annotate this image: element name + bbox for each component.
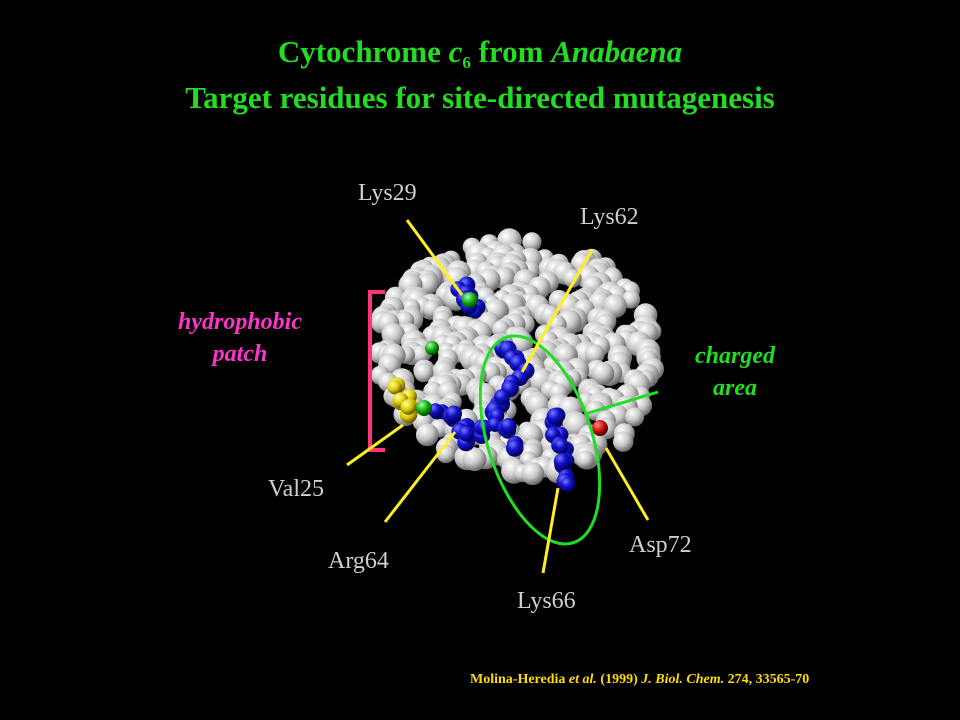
lys29-label: Lys29 — [358, 180, 417, 206]
charged-area-note: charged area — [660, 340, 810, 404]
title-line-2: Target residues for site-directed mutage… — [185, 80, 775, 115]
asp72-label: Asp72 — [629, 532, 692, 558]
title-prefix: Cytochrome — [277, 34, 449, 69]
surface-atom — [521, 462, 545, 486]
title-line-1: Cytochrome c6 from Anabaena — [0, 32, 960, 72]
surface-atom — [591, 362, 615, 385]
lys66-label: Lys66 — [517, 588, 576, 614]
lys66-pointer — [541, 487, 560, 574]
surface-atom — [613, 431, 634, 452]
asp72-pointer — [604, 447, 650, 521]
title-subscript: 6 — [462, 53, 471, 72]
arg64-atom — [506, 439, 524, 457]
green-atom — [425, 341, 439, 355]
citation-year: (1999) — [596, 672, 642, 687]
lys66-atom — [553, 453, 571, 470]
surface-atom — [415, 423, 439, 447]
hydrophobic-patch-note: hydrophobic patch — [150, 306, 330, 370]
arg64-atom — [445, 405, 463, 423]
val25-atom — [387, 380, 402, 395]
citation-journal: J. Biol. Chem. — [641, 672, 725, 687]
surface-atom — [584, 344, 605, 365]
arg64-atom — [500, 418, 517, 435]
title-c: c — [448, 34, 463, 69]
hydrophobic-bracket — [368, 290, 385, 452]
annotation-overlays — [346, 219, 659, 574]
charged-note-line-1: charged — [695, 343, 775, 369]
charged-area-ellipse — [478, 334, 602, 546]
green-atom — [462, 292, 478, 308]
surface-atom — [576, 450, 595, 469]
title-organism: Anabaena — [551, 34, 683, 69]
arg64-atom — [458, 425, 475, 442]
lys62-atom — [494, 389, 510, 405]
surface-atom — [625, 407, 645, 427]
lys66-atom — [554, 438, 569, 454]
green-atom — [416, 400, 432, 416]
val25-label: Val25 — [268, 476, 324, 502]
protein-surface — [369, 228, 665, 493]
surface-atom — [414, 362, 434, 383]
surface-atom — [522, 232, 542, 252]
lys62-label: Lys62 — [580, 204, 639, 230]
charged-note-line-2: area — [713, 375, 757, 401]
surface-atom — [462, 447, 487, 472]
hydrophobic-note-line-2: patch — [212, 341, 268, 367]
lys29-pointer — [405, 219, 464, 296]
lys62-pointer — [520, 249, 594, 373]
hydrophobic-note-line-1: hydrophobic — [177, 309, 302, 335]
lys66-atom — [560, 476, 576, 493]
charged-area-pointer — [584, 390, 659, 416]
val25-pointer — [346, 423, 404, 467]
citation-etal: et al. — [568, 672, 597, 687]
citation: Molina-Heredia et al. (1999) J. Biol. Ch… — [470, 672, 940, 688]
lys66-atom — [546, 407, 565, 426]
citation-ref: 274, 33565-70 — [724, 672, 810, 687]
title-from: from — [470, 34, 552, 69]
arg64-pointer — [383, 431, 457, 523]
asp72-atom — [592, 420, 608, 436]
citation-authors: Molina-Heredia — [470, 672, 569, 687]
arg64-label: Arg64 — [328, 548, 389, 574]
val25-atom — [400, 399, 417, 415]
